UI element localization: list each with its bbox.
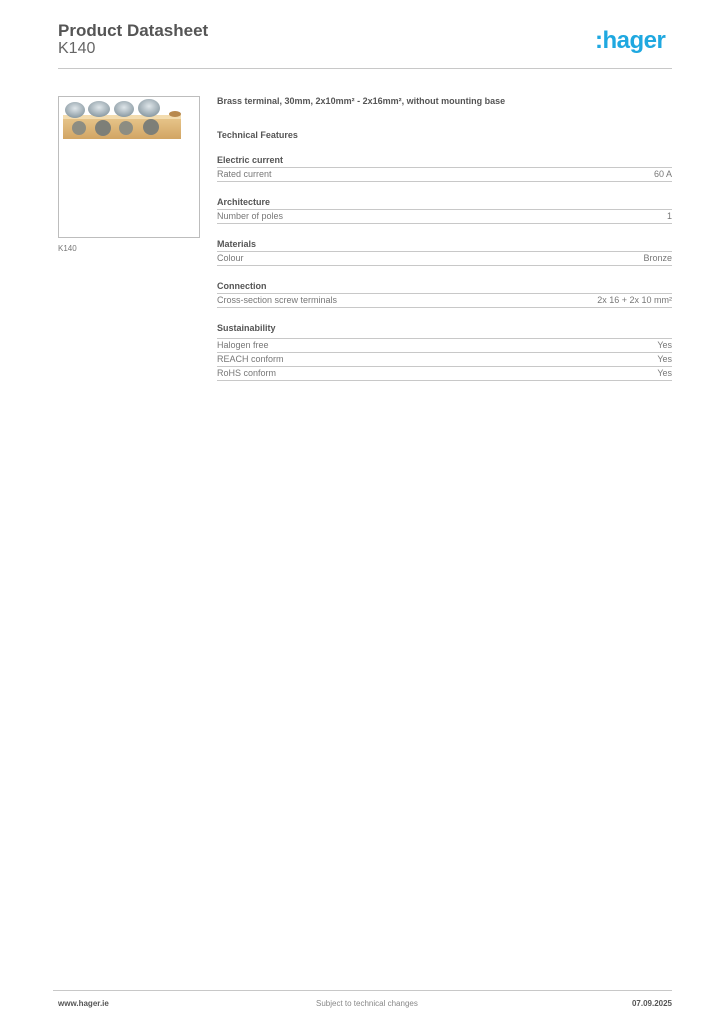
row-label: REACH conform bbox=[217, 354, 284, 364]
product-description: Brass terminal, 30mm, 2x10mm² - 2x16mm²,… bbox=[217, 95, 672, 109]
section-architecture: Architecture Number of poles 1 bbox=[217, 197, 672, 224]
brass-terminal-image-icon bbox=[63, 99, 181, 139]
section-title: Electric current bbox=[217, 155, 672, 168]
row-value: 2x 16 + 2x 10 mm² bbox=[597, 295, 672, 305]
section-title: Sustainability bbox=[217, 323, 672, 339]
section-title: Materials bbox=[217, 239, 672, 252]
header-divider bbox=[58, 68, 672, 69]
row-value: 1 bbox=[666, 211, 672, 221]
section-sustainability: Sustainability Halogen free Yes REACH co… bbox=[217, 323, 672, 381]
row-value: Yes bbox=[657, 368, 672, 378]
table-row: Rated current 60 A bbox=[217, 168, 672, 182]
section-connection: Connection Cross-section screw terminals… bbox=[217, 281, 672, 308]
table-row: Halogen free Yes bbox=[217, 339, 672, 353]
row-value: 60 A bbox=[653, 169, 672, 179]
table-row: RoHS conform Yes bbox=[217, 367, 672, 381]
table-row: REACH conform Yes bbox=[217, 353, 672, 367]
page-title: Product Datasheet bbox=[58, 21, 209, 40]
row-value: Yes bbox=[657, 354, 672, 364]
row-label: Halogen free bbox=[217, 340, 269, 350]
datasheet-content: Brass terminal, 30mm, 2x10mm² - 2x16mm²,… bbox=[217, 95, 672, 381]
row-value: Yes bbox=[657, 340, 672, 350]
image-caption: K140 bbox=[58, 244, 77, 253]
section-materials: Materials Colour Bronze bbox=[217, 239, 672, 266]
row-label: RoHS conform bbox=[217, 368, 277, 378]
row-value: Bronze bbox=[643, 253, 672, 263]
section-electric-current: Electric current Rated current 60 A bbox=[217, 155, 672, 182]
footer-website-link[interactable]: www.hager.ie bbox=[58, 999, 109, 1008]
row-label: Number of poles bbox=[217, 211, 284, 221]
product-code: K140 bbox=[58, 40, 96, 57]
section-title: Connection bbox=[217, 281, 672, 294]
hager-logo: :hager bbox=[595, 27, 666, 54]
footer-date: 07.09.2025 bbox=[631, 999, 672, 1008]
row-label: Cross-section screw terminals bbox=[217, 295, 338, 305]
product-description-text: Brass terminal, 30mm, 2x10mm² - 2x16mm²,… bbox=[217, 96, 506, 106]
row-label: Rated current bbox=[217, 169, 272, 179]
section-title: Architecture bbox=[217, 197, 672, 210]
footer-divider bbox=[53, 990, 672, 991]
table-row: Cross-section screw terminals 2x 16 + 2x… bbox=[217, 294, 672, 308]
product-image bbox=[58, 96, 200, 238]
table-row: Colour Bronze bbox=[217, 252, 672, 266]
footer-notice: Subject to technical changes bbox=[316, 999, 418, 1008]
technical-features-title: Technical Features bbox=[217, 130, 298, 140]
table-row: Number of poles 1 bbox=[217, 210, 672, 224]
row-label: Colour bbox=[217, 253, 244, 263]
